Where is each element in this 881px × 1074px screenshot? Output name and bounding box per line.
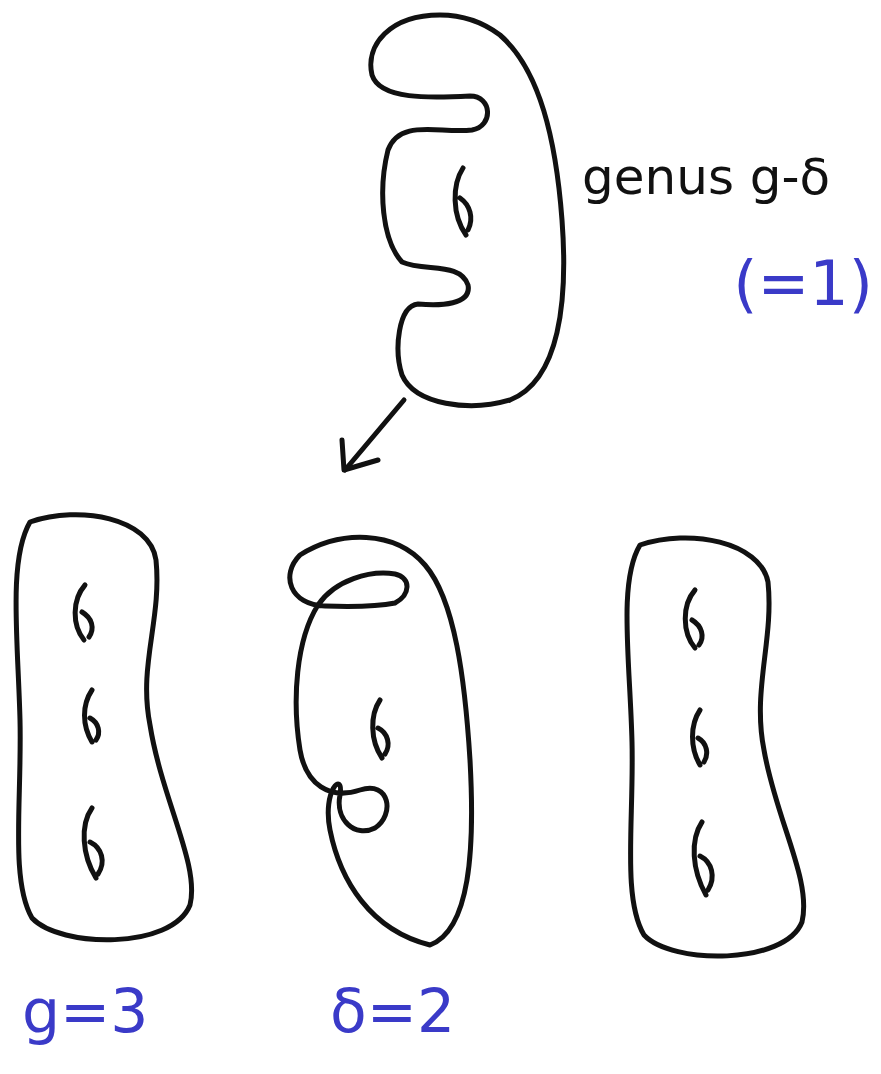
handwritten-label: g=3 [22,978,149,1044]
genus-3-surface [16,515,192,940]
handwritten-label: genus g-δ [582,150,830,205]
nodal-curve-outline [290,537,472,945]
genus-hole [84,808,102,878]
nodal-surface-outline [371,15,564,406]
handwritten-label: (=1) [733,250,873,318]
genus-hole [693,710,707,765]
genus-hole [685,590,702,648]
genus-hole [694,822,712,895]
genus-hole [455,168,471,235]
handwritten-label: δ=2 [330,978,455,1044]
genus-hole [85,690,99,742]
arrow-head [342,440,378,470]
genus-hole [373,700,388,758]
genus-3-surface [627,538,804,956]
genus-hole [75,585,92,640]
